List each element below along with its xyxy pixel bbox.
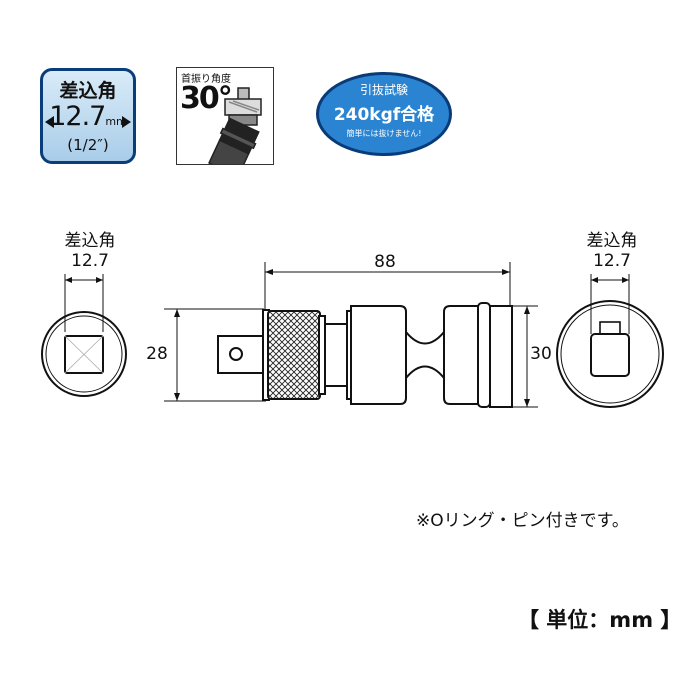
left-view-label: 差込角 — [64, 231, 116, 251]
universal-joint-icon — [208, 87, 262, 164]
right-view-label: 差込角 — [586, 231, 638, 251]
pull-test-label: 引抜試験 — [359, 83, 408, 97]
arrow-left-icon — [45, 116, 54, 128]
drive-size-inch: (1/2″) — [67, 136, 109, 154]
drive-size-badge: 差込角 12.7mm (1/2″) — [40, 68, 136, 164]
right-view-size: 12.7 — [593, 251, 631, 271]
pull-test-badge: 引抜試験 240kgf合格 簡単には抜けません! — [316, 72, 452, 156]
height-dimension-left: 28 — [146, 344, 168, 364]
right-end-view — [556, 274, 664, 408]
drive-size-value: 12.7mm — [43, 101, 133, 132]
swing-angle-value: 30° — [180, 81, 233, 116]
height-dimension-right: 30 — [530, 344, 552, 364]
drive-size-label: 差込角 — [59, 80, 117, 102]
left-end-view — [41, 274, 127, 397]
length-dimension: 88 — [374, 252, 396, 272]
swing-angle-label: 首振り角度 — [181, 74, 231, 85]
drive-size-unit: mm — [105, 115, 127, 128]
pull-test-value: 240kgf合格 — [333, 105, 435, 125]
swing-angle-badge: 首振り角度 30° — [176, 67, 274, 165]
accessory-note: ※Oリング・ピン付きです。 — [416, 511, 629, 531]
drive-size-number: 12.7 — [49, 101, 106, 132]
pull-test-caption: 簡単には抜けません! — [346, 129, 422, 138]
unit-label: 【 単位：mm 】 — [518, 608, 682, 632]
arrow-right-icon — [122, 116, 131, 128]
left-view-size: 12.7 — [71, 251, 109, 271]
